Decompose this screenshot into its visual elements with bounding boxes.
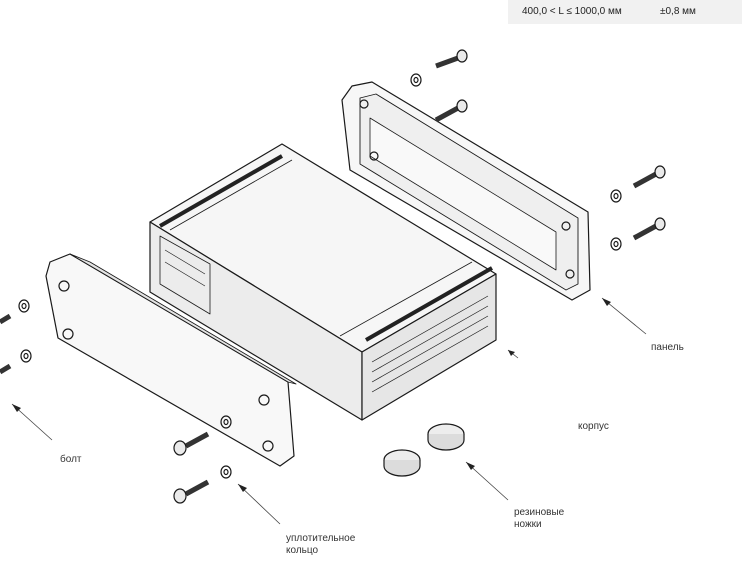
front-panel [45,253,297,467]
rubber-foot [427,423,465,451]
seal-ring [220,465,232,479]
label-feet-line2: ножки [514,519,542,530]
rubber-foot [383,449,421,477]
spec-tolerance: ±0,8 мм [660,6,696,17]
bolt [173,431,210,456]
seal-ring [610,189,622,203]
enclosure-body [149,143,497,421]
bolt [632,217,666,241]
bolt [434,99,468,123]
bolt [632,165,666,189]
seal-ring [610,237,622,251]
leader-panel [601,297,647,335]
label-seal-ring-line2: кольцо [286,545,319,556]
seal-ring [20,349,32,363]
seal-ring [220,415,232,429]
leader-feet [465,461,509,501]
label-bolt: болт [60,454,82,465]
label-feet-line1: резиновые [514,507,565,518]
label-seal-ring-line1: уплотительное [286,533,356,544]
label-panel: панель [651,342,684,353]
seal-ring [410,73,422,87]
spec-length-range: 400,0 < L ≤ 1000,0 мм [522,6,622,17]
seal-ring [18,299,30,313]
bolt [173,479,210,504]
label-body: корпус [578,421,609,432]
seal-rings [18,73,622,479]
bolts [0,49,666,504]
bolt [435,49,468,69]
bolt [0,363,12,375]
rubber-feet [383,423,465,477]
bolt [0,313,12,325]
spec-table: 400,0 < L ≤ 1000,0 мм ±0,8 мм [508,0,742,24]
leader-seal-ring [237,483,281,525]
back-panel [341,81,591,301]
